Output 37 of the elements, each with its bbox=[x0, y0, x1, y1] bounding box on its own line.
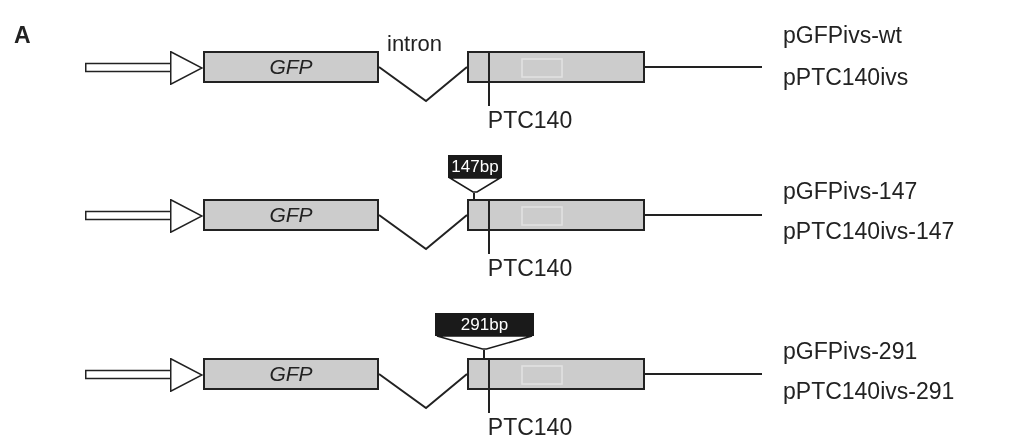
mutation-label: PTC140 bbox=[487, 254, 573, 282]
insertion-line bbox=[483, 349, 485, 359]
insert-size: 291bp bbox=[460, 314, 509, 336]
promoter-arrow bbox=[85, 358, 203, 392]
leader-line bbox=[488, 230, 490, 255]
insertion-line bbox=[473, 192, 475, 200]
exon-box bbox=[203, 358, 379, 390]
exon-box bbox=[467, 358, 645, 390]
construct-name: pPTC140ivs-291 bbox=[783, 378, 955, 405]
promoter-arrow bbox=[85, 199, 203, 233]
exon-box bbox=[467, 199, 645, 231]
leader-line bbox=[488, 389, 490, 414]
gene-name: GFP bbox=[269, 55, 313, 79]
construct-name: pGFPivs-147 bbox=[783, 178, 918, 205]
exon-box bbox=[467, 51, 645, 83]
leader-line bbox=[488, 82, 490, 107]
gene-line bbox=[644, 66, 763, 68]
gene-line bbox=[644, 214, 763, 216]
insert-tag bbox=[448, 155, 502, 193]
exon-box bbox=[203, 51, 379, 83]
intron-line bbox=[378, 66, 468, 103]
intron-line bbox=[378, 373, 468, 410]
mutation-label: PTC140 bbox=[487, 106, 573, 134]
construct-name: pPTC140ivs-147 bbox=[783, 218, 955, 245]
mutation-label: PTC140 bbox=[487, 413, 573, 441]
construct-name: pPTC140ivs bbox=[783, 64, 909, 91]
insert-size: 147bp bbox=[451, 156, 499, 178]
promoter-arrow bbox=[85, 51, 203, 85]
gene-line bbox=[644, 373, 763, 375]
panel-letter: A bbox=[14, 22, 31, 49]
gene-name: GFP bbox=[269, 203, 313, 227]
insert-tag bbox=[435, 313, 534, 350]
construct-name: pGFPivs-wt bbox=[783, 22, 902, 49]
intron-line bbox=[378, 214, 468, 251]
gene-name: GFP bbox=[269, 362, 313, 386]
construct-name: pGFPivs-291 bbox=[783, 338, 918, 365]
exon-box bbox=[203, 199, 379, 231]
